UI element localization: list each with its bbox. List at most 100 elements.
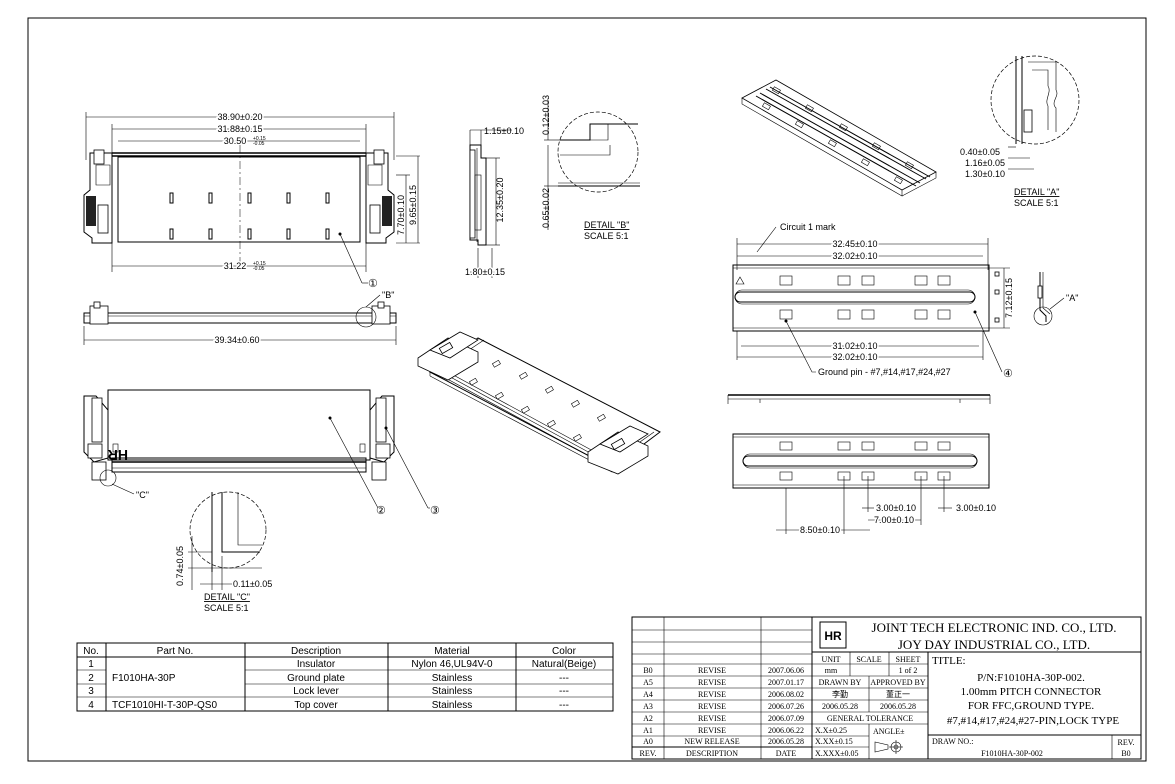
dim-coverbot-1: 3.00±0.10 xyxy=(876,503,916,513)
rev-row2-desc: REVISE xyxy=(698,678,726,687)
parts-row2-color: --- xyxy=(559,673,569,684)
parts-row2-partno: F1010HA-30P xyxy=(112,673,176,684)
rev-row5-rev: A2 xyxy=(643,714,653,723)
rev-row7-date: 2006.05.28 xyxy=(768,737,804,746)
approved-by-value: 董正一 xyxy=(886,689,910,699)
detail-a: 0.40±0.05 1.16±0.05 1.30±0.10 DETAIL "A"… xyxy=(960,55,1080,208)
rev-row7-rev: A0 xyxy=(643,737,653,746)
rev-row4-desc: REVISE xyxy=(698,702,726,711)
rev-row3-date: 2006.08.02 xyxy=(768,690,804,699)
bottom-view: HR ② ③ "C" xyxy=(83,389,440,517)
dim-top-4-tol-upper: +0.15 xyxy=(253,261,266,267)
sheet-label: SHEET xyxy=(896,655,921,664)
cover-plan-view: 32.45±0.10 32.02±0.10 Circuit 1 mark 7.1… xyxy=(732,222,1014,380)
dim-top-3-tol-lower: -0.05 xyxy=(253,141,265,147)
title-line-4: #7,#14,#17,#24,#27-PIN,LOCK TYPE xyxy=(947,715,1119,727)
circuit-1-mark: Circuit 1 mark xyxy=(780,222,836,232)
rev-row1-date: 2007.06.06 xyxy=(768,666,804,675)
angle-label: ANGLE± xyxy=(873,727,905,736)
parts-row3-material: Stainless xyxy=(432,686,473,697)
rev-value: B0 xyxy=(1121,749,1130,758)
rev-row3-desc: REVISE xyxy=(698,690,726,699)
company-name-2: JOY DAY INDUSTRIAL CO., LTD. xyxy=(898,637,1090,652)
dim-coverbot-2: 3.00±0.10 xyxy=(956,503,996,513)
detail-b: 0.12±0.03 0.65±0.02 DETAIL "B" SCALE 5:1 xyxy=(541,95,640,241)
parts-row3-no: 3 xyxy=(88,686,94,697)
detail-a-scale: SCALE 5:1 xyxy=(1014,198,1059,208)
cover-front-view xyxy=(727,394,991,404)
callout-1: ① xyxy=(368,278,378,290)
detail-c-label: DETAIL "C" xyxy=(204,592,250,602)
dim-coverbot-4: 8.50±0.10 xyxy=(800,525,840,535)
rev-label: REV. xyxy=(1118,738,1135,747)
dim-cover-1: 32.45±0.10 xyxy=(833,239,878,249)
dim-top-1: 38.90±0.20 xyxy=(218,112,263,122)
approved-date: 2006.05.28 xyxy=(880,702,916,711)
rev-row3-rev: A4 xyxy=(643,690,653,699)
parts-row4-partno: TCF1010HI-T-30P-QS0 xyxy=(112,700,217,711)
dim-side-2: 12.35±0.20 xyxy=(495,178,505,223)
rev-row5-desc: REVISE xyxy=(698,714,726,723)
dim-cover-3: 7.12±0.15 xyxy=(1004,278,1014,318)
rev-row7-desc: NEW RELEASE xyxy=(684,737,739,746)
dim-top-6: 9.65±0.15 xyxy=(408,185,418,225)
cover-side-profile: "A" xyxy=(1033,272,1078,326)
rev-row1-desc: REVISE xyxy=(698,666,726,675)
general-tolerance: GENERAL TOLERANCE xyxy=(827,714,913,723)
cover-bottom-view: 3.00±0.10 3.00±0.10 7.00±0.10 8.50±0.10 xyxy=(732,433,996,537)
parts-header-color: Color xyxy=(552,646,577,657)
drawn-by-value: 李勤 xyxy=(832,689,848,699)
title-block: B0 REVISE 2007.06.06 A5 REVISE 2007.01.1… xyxy=(631,616,1142,760)
iso-view-connector xyxy=(417,331,661,475)
parts-table: No. Part No. Description Material Color … xyxy=(76,642,614,712)
parts-header-description: Description xyxy=(291,646,341,657)
dim-detaila-1: 0.40±0.05 xyxy=(960,147,1000,157)
parts-row4-no: 4 xyxy=(88,700,94,711)
title-line-2: 1.00mm PITCH CONNECTOR xyxy=(961,686,1102,698)
rev-row4-date: 2006.07.26 xyxy=(768,702,804,711)
tolerance-3: X.XXX±0.05 xyxy=(815,749,859,758)
parts-row1-no: 1 xyxy=(88,659,94,670)
dim-detaila-3: 1.30±0.10 xyxy=(965,169,1005,179)
ref-b: "B" xyxy=(382,290,394,300)
rev-row4-rev: A3 xyxy=(643,702,653,711)
unit-value: mm xyxy=(825,666,838,675)
dim-front-1: 39.34±0.60 xyxy=(215,335,260,345)
dim-side-3: 1.80±0.15 xyxy=(465,267,505,277)
parts-row3-color: --- xyxy=(559,686,569,697)
dim-detailb-2: 0.65±0.02 xyxy=(541,188,551,228)
callout-4: ④ xyxy=(1003,368,1013,380)
rev-row6-desc: REVISE xyxy=(698,726,726,735)
dim-detailb-1: 0.12±0.03 xyxy=(541,95,551,135)
rev-header-date: DATE xyxy=(776,749,797,758)
tolerance-2: X.XX±0.15 xyxy=(815,737,853,746)
approved-by-label: APPROVED BY xyxy=(870,678,926,687)
dim-coverbot-3: 7.00±0.10 xyxy=(874,515,914,525)
ground-pin-label: Ground pin - #7,#14,#17,#24,#27 xyxy=(818,367,951,377)
rev-row2-date: 2007.01.17 xyxy=(768,678,804,687)
rev-row5-date: 2006.07.09 xyxy=(768,714,804,723)
dim-detailc-1: 0.74±0.05 xyxy=(175,546,185,586)
dim-cover-2: 32.02±0.10 xyxy=(833,251,878,261)
rev-row1-rev: B0 xyxy=(643,666,652,675)
rev-header-desc: DESCRIPTION xyxy=(686,749,738,758)
parts-row4-color: --- xyxy=(559,700,569,711)
drawn-by-label: DRAWN BY xyxy=(819,678,862,687)
sheet-border xyxy=(27,17,1147,762)
dim-cover-4: 31.02±0.10 xyxy=(833,341,878,351)
parts-row4-material: Stainless xyxy=(432,700,473,711)
parts-row2-no: 2 xyxy=(88,673,94,684)
sheet-value: 1 of 2 xyxy=(899,666,918,675)
ref-c: "C" xyxy=(136,490,149,500)
title-line-3: FOR FFC,GROUND TYPE. xyxy=(968,700,1095,712)
parts-row1-color: Natural(Beige) xyxy=(532,659,596,670)
dim-detailc-2: 0.11±0.05 xyxy=(233,579,272,589)
top-view: 38.90±0.20 31.88±0.15 30.50 +0.15 -0.05 xyxy=(83,111,420,290)
dim-top-3-tol-upper: +0.15 xyxy=(253,136,266,142)
parts-header-partno: Part No. xyxy=(157,646,194,657)
ref-a: "A" xyxy=(1066,293,1078,303)
parts-row4-desc: Top cover xyxy=(294,700,338,711)
rev-row2-rev: A5 xyxy=(643,678,653,687)
parts-row2-desc: Ground plate xyxy=(287,673,345,684)
